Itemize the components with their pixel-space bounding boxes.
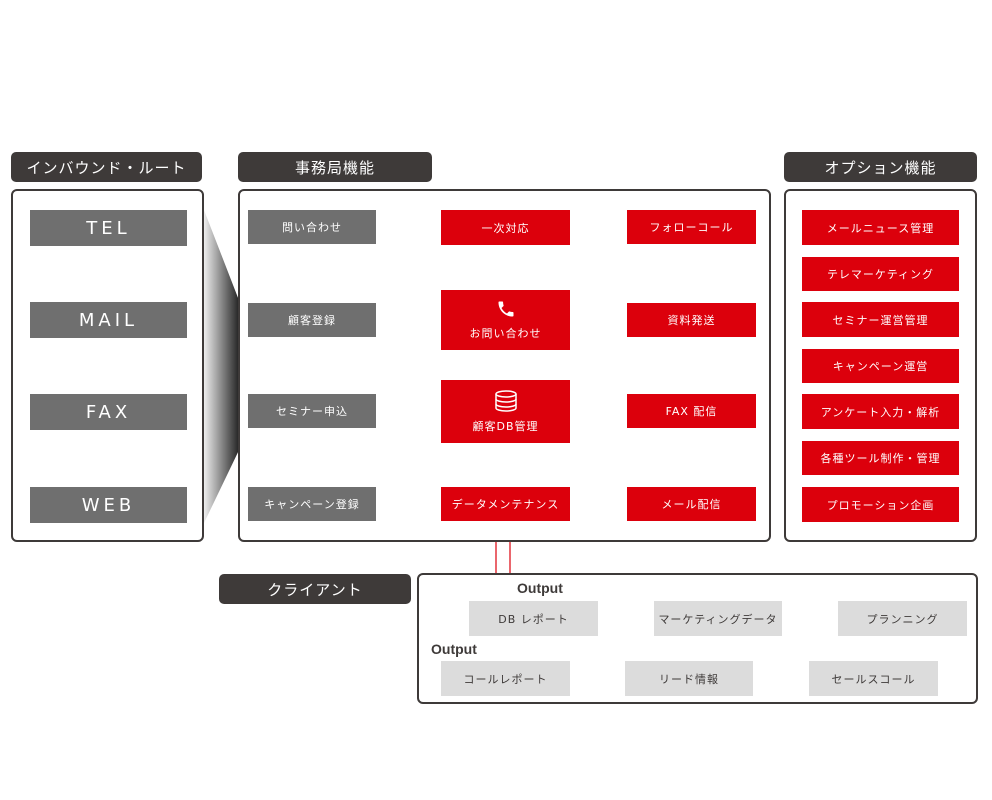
client-marketing-data: マーケティングデータ (654, 601, 782, 636)
client-sales-call: セールスコール (809, 661, 938, 696)
input-campaign-registration: キャンペーン登録 (248, 487, 376, 521)
output-follow-call: フォローコール (627, 210, 756, 244)
output-document-sending: 資料発送 (627, 303, 756, 337)
phone-icon (498, 301, 513, 317)
office-panel (238, 189, 771, 542)
client-call-report: コールレポート (441, 661, 570, 696)
option-telemarketing: テレマーケティング (802, 257, 959, 291)
client-title: クライアント (219, 574, 411, 604)
client-lead-info: リード情報 (625, 661, 753, 696)
option-campaign-management: キャンペーン運営 (802, 349, 959, 383)
funnel-shape (204, 210, 240, 523)
center-inquiry: お問い合わせ (441, 290, 570, 350)
center-first-response: 一次対応 (441, 210, 570, 245)
client-db-report: DB レポート (469, 601, 598, 636)
client-planning: プランニング (838, 601, 967, 636)
inbound-item-mail: MAIL (30, 302, 187, 338)
output-mail-delivery: メール配信 (627, 487, 756, 521)
inbound-item-tel: TEL (30, 210, 187, 246)
option-tools-production: 各種ツール制作・管理 (802, 441, 959, 475)
center-customer-db-label: 顧客DB管理 (472, 419, 539, 433)
output-label-db: Output (517, 580, 563, 596)
center-data-maintenance: データメンテナンス (441, 487, 570, 521)
inbound-item-web: WEB (30, 487, 187, 523)
options-title: オプション機能 (784, 152, 977, 182)
input-seminar-application: セミナー申込 (248, 394, 376, 428)
center-customer-db: 顧客DB管理 (441, 380, 570, 443)
database-icon (494, 389, 517, 412)
option-promotion-planning: プロモーション企画 (802, 487, 959, 522)
input-inquiry: 問い合わせ (248, 210, 376, 244)
option-mail-news: メールニュース管理 (802, 210, 959, 245)
input-customer-registration: 顧客登録 (248, 303, 376, 337)
office-title: 事務局機能 (238, 152, 432, 182)
inbound-item-fax: FAX (30, 394, 187, 430)
inbound-title: インバウンド・ルート (11, 152, 202, 182)
center-inquiry-label: お問い合わせ (469, 327, 542, 340)
option-survey-analysis: アンケート入力・解析 (802, 394, 959, 429)
output-fax-delivery: FAX 配信 (627, 394, 756, 428)
inbound-panel (11, 189, 204, 542)
output-label-call: Output (431, 641, 477, 657)
option-seminar-management: セミナー運営管理 (802, 302, 959, 337)
